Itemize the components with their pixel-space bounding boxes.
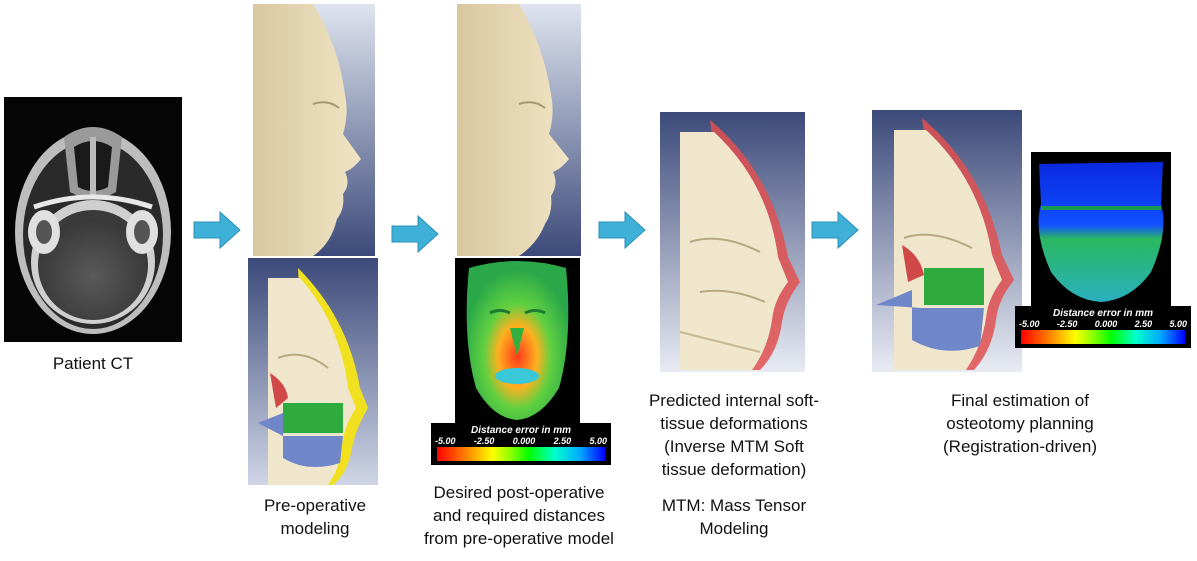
colorbar-tick: 2.50 [1134, 319, 1153, 329]
colorbar-tick: -5.00 [435, 436, 456, 446]
colorbar-tick: 0.000 [1094, 319, 1118, 329]
caption-final: Final estimation of osteotomy planning (… [900, 389, 1140, 458]
colorbar-desired: Distance error in mm -5.00 -2.50 0.000 2… [431, 423, 611, 465]
flow-arrow-icon [192, 210, 242, 250]
colorbar-tick: 5.00 [1169, 319, 1187, 329]
colorbar-final: Distance error in mm -5.00 -2.50 0.000 2… [1015, 306, 1191, 348]
flow-arrow-icon [810, 210, 860, 250]
preop-model-image [248, 258, 378, 485]
final-error-dental-map [1031, 152, 1171, 306]
caption-patient-ct-text: Patient CT [52, 354, 134, 373]
colorbar-title: Distance error in mm [1052, 308, 1154, 319]
patient-ct-image [4, 97, 182, 342]
flow-arrow-icon [597, 210, 647, 250]
distance-error-face-map [455, 258, 580, 423]
colorbar-tick: 2.50 [553, 436, 572, 446]
colorbar-gradient [437, 447, 605, 461]
caption-mtm-line1: MTM: Mass Tensor [661, 496, 807, 515]
caption-desired: Desired post-operative and required dist… [400, 481, 638, 550]
desired-postop-face-image [457, 4, 581, 256]
caption-predicted-line2: tissue deformations [660, 414, 808, 433]
caption-mtm-line2: Modeling [699, 519, 769, 538]
colorbar-ticks: -5.00 -2.50 0.000 2.50 5.00 [1019, 319, 1187, 329]
caption-predicted-line4: tissue deformation) [661, 460, 807, 479]
caption-mtm: MTM: Mass Tensor Modeling [628, 494, 840, 540]
predicted-deformation-image [660, 112, 805, 372]
caption-predicted-line3: (Inverse MTM Soft [664, 437, 804, 456]
caption-preop: Pre-operative modeling [230, 494, 400, 540]
flow-arrow-icon [390, 214, 440, 254]
colorbar-gradient [1021, 330, 1185, 344]
colorbar-ticks: -5.00 -2.50 0.000 2.50 5.00 [435, 436, 607, 446]
caption-preop-line2: modeling [280, 519, 350, 538]
caption-desired-line3: from pre-operative model [424, 529, 614, 548]
preop-face-surface-image [253, 4, 375, 256]
colorbar-tick: -2.50 [1056, 319, 1078, 329]
colorbar-tick: 5.00 [589, 436, 607, 446]
caption-patient-ct: Patient CT [4, 352, 182, 375]
final-estimation-image [872, 110, 1022, 372]
caption-final-line3: (Registration-driven) [943, 437, 1097, 456]
colorbar-title: Distance error in mm [470, 425, 572, 436]
caption-desired-line2: and required distances [432, 506, 605, 525]
caption-desired-line1: Desired post-operative [433, 483, 605, 502]
caption-predicted: Predicted internal soft- tissue deformat… [628, 389, 840, 481]
caption-predicted-line1: Predicted internal soft- [648, 391, 820, 410]
caption-final-line2: osteotomy planning [946, 414, 1094, 433]
colorbar-tick: -5.00 [1019, 319, 1040, 329]
colorbar-tick: 0.000 [512, 436, 536, 446]
caption-preop-line1: Pre-operative [263, 496, 367, 515]
caption-final-line1: Final estimation of [951, 391, 1089, 410]
colorbar-tick: -2.50 [473, 436, 495, 446]
